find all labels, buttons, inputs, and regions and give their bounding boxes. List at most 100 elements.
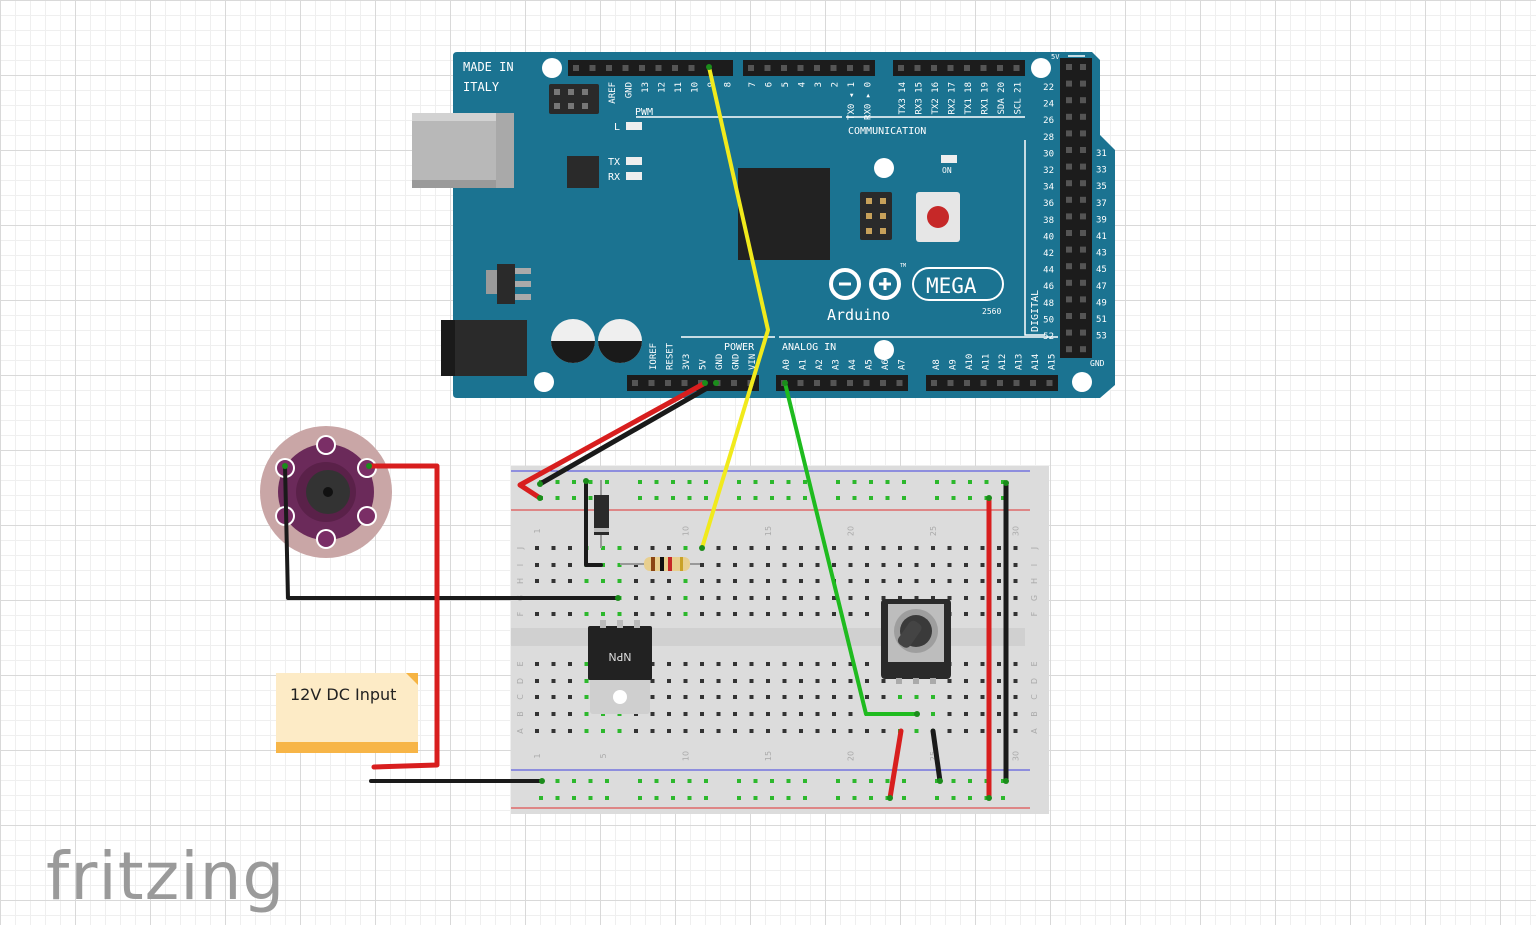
wire-endpoints <box>282 64 1009 801</box>
column-number: 15 <box>764 526 773 536</box>
row-letter: A <box>516 728 525 734</box>
arduino-brand: Arduino <box>827 306 890 324</box>
power-analog-headers <box>627 375 1058 391</box>
wire-pot-red[interactable] <box>887 728 904 801</box>
pin-label: GND <box>732 354 742 370</box>
wire-diode-black[interactable] <box>584 479 603 567</box>
wire-motor-red[interactable] <box>366 463 440 770</box>
row-letter: G <box>1030 595 1039 601</box>
led-l <box>626 122 642 130</box>
pin-label: A10 <box>965 354 975 370</box>
pin-label: RX1 19 <box>981 82 991 115</box>
digital-label: DIGITAL <box>1030 290 1041 332</box>
communication-label: COMMUNICATION <box>848 126 926 137</box>
2560-label: 2560 <box>982 307 1001 316</box>
npn-transistor[interactable]: NPN <box>588 620 652 714</box>
pin-label: A2 <box>815 359 825 370</box>
pin-label: RX2 17 <box>948 82 958 115</box>
digital-pin-label: 31 <box>1096 149 1107 159</box>
pin-label: A7 <box>898 359 908 370</box>
npn-label: NPN <box>608 650 631 663</box>
fritzing-logo: fritzing <box>46 838 286 915</box>
column-number: 25 <box>929 751 938 761</box>
led-rx <box>626 172 642 180</box>
resistor[interactable] <box>620 557 700 571</box>
row-letter: I <box>516 564 525 566</box>
mounting-hole <box>1072 372 1092 392</box>
row-letter: B <box>516 711 525 717</box>
reset-button[interactable] <box>916 192 960 242</box>
arduino-mega-board[interactable]: MADE IN ITALY PWM COMMUNICATION POWER AN… <box>412 52 1115 398</box>
pin-label: AREF <box>608 82 618 104</box>
capacitor <box>598 319 642 363</box>
row-letter: J <box>516 547 525 550</box>
row-letter: E <box>1030 661 1039 666</box>
pin-label: SCL 21 <box>1014 82 1024 115</box>
digital-pin-label: 32 <box>1043 166 1054 176</box>
dc-motor[interactable] <box>260 426 392 558</box>
digital-pin-label: 35 <box>1096 182 1107 192</box>
digital-pin-label: 43 <box>1096 249 1107 259</box>
wire-analog-green[interactable] <box>783 381 919 716</box>
digital-pin-label: 39 <box>1096 215 1107 225</box>
note-fold <box>406 673 418 685</box>
pin-label: 4 <box>798 82 808 87</box>
atmega2560-chip <box>738 168 830 260</box>
rx-label: RX <box>608 172 620 183</box>
row-letter: F <box>516 611 525 616</box>
potentiometer[interactable] <box>881 599 951 684</box>
wire-pot-black[interactable] <box>930 728 943 784</box>
pin-label: VIN <box>748 354 758 370</box>
row-letter: D <box>1030 678 1039 684</box>
pin-label: 13 <box>641 82 651 93</box>
pin-label: TX1 18 <box>964 82 974 115</box>
row-letter: E <box>516 661 525 666</box>
italy-label: ITALY <box>463 80 500 94</box>
column-number: 25 <box>929 526 938 536</box>
mounting-hole <box>534 372 554 392</box>
digital-pin-label: 36 <box>1043 199 1054 209</box>
column-number: 1 <box>533 753 542 758</box>
pin-label: 2 <box>831 82 841 87</box>
row-letter: J <box>1030 547 1039 550</box>
row-letter: F <box>1030 611 1039 616</box>
pin-label: TX3 14 <box>898 82 908 115</box>
pin-label: A15 <box>1048 354 1058 370</box>
on-label: ON <box>942 166 952 175</box>
digital-pin-label: 45 <box>1096 265 1107 275</box>
row-letter: C <box>1030 694 1039 700</box>
pin-label: A11 <box>982 354 992 370</box>
diode[interactable] <box>594 480 609 548</box>
digital-pin-label: 47 <box>1096 282 1107 292</box>
wire-gnd-black[interactable] <box>537 380 719 487</box>
digital-pin-label: 34 <box>1043 183 1054 193</box>
pin-label: A6 <box>881 359 891 370</box>
pin-label: 7 <box>748 82 758 87</box>
mounting-hole <box>874 158 894 178</box>
sticky-note[interactable]: 12V DC Input <box>276 673 418 753</box>
pin-label: TX2 16 <box>931 82 941 115</box>
wire-5v-red[interactable] <box>517 380 708 501</box>
pin-label: TX0 ◂ 1 <box>847 82 857 120</box>
row-letter: H <box>1030 578 1039 584</box>
icsp-header <box>549 84 599 114</box>
digital-pin-label: 42 <box>1043 249 1054 259</box>
digital-pin-label: 50 <box>1043 315 1054 325</box>
column-number: 30 <box>1012 751 1021 761</box>
pwm-label: PWM <box>635 107 653 118</box>
pin-label: A9 <box>949 359 959 370</box>
pin-label: 10 <box>691 82 701 93</box>
analog-in-label: ANALOG IN <box>782 342 836 353</box>
digital-header-top <box>568 60 1025 76</box>
digital-pin-label: 28 <box>1043 133 1054 143</box>
digital-pin-label: 22 <box>1043 83 1054 93</box>
mounting-hole <box>874 340 894 360</box>
digital-pin-label: 37 <box>1096 199 1107 209</box>
pin-label: RX3 15 <box>915 82 925 115</box>
wire-motor-black[interactable] <box>283 464 620 600</box>
digital-pin-label: 41 <box>1096 232 1107 242</box>
wire-pwm-yellow[interactable] <box>700 65 770 550</box>
row-letter: C <box>516 694 525 700</box>
pin-label: 3 <box>814 82 824 87</box>
digital-pin-label: 38 <box>1043 216 1054 226</box>
